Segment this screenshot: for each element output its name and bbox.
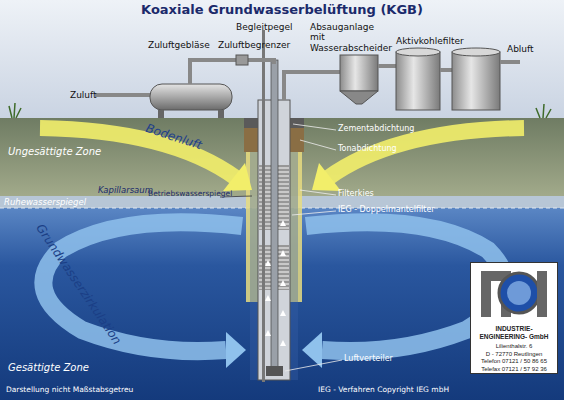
level-label: Kapillarsaum bbox=[98, 186, 153, 196]
logo-symbol bbox=[471, 263, 557, 325]
well-part-label: IEG - Doppelmantelfilter bbox=[338, 205, 435, 214]
level-label: Ruhewasserspiegel bbox=[4, 198, 86, 208]
copyright: IEG - Verfahren Copyright IEG mbH bbox=[318, 386, 449, 395]
company-logo-box: INDUSTRIE- ENGINEERING- GmbH Lilienthalst… bbox=[470, 262, 558, 374]
equipment-label: Aktivkohlefilter bbox=[396, 36, 464, 46]
equipment-label: Begleitpegel bbox=[236, 22, 293, 32]
note: Darstellung nicht Maßstabsgetreu bbox=[6, 386, 133, 395]
equipment-label: Zuluftgebläse bbox=[148, 40, 210, 50]
company-address: D - 72770 Reutlingen bbox=[471, 351, 557, 359]
title: Koaxiale Grundwasserbelüftung (KGB) bbox=[0, 3, 564, 18]
equipment-label: Zuluft bbox=[70, 90, 97, 100]
zone-label: Gesättigte Zone bbox=[8, 362, 89, 374]
zone-label: Ungesättigte Zone bbox=[8, 146, 101, 158]
company-address: Telefax 07121 / 57 92 36 bbox=[471, 366, 557, 374]
equipment-label: Zuluftbegrenzer bbox=[218, 40, 290, 50]
well-part-label: Filterkies bbox=[338, 189, 374, 198]
well-part-label: Luftverteiler bbox=[344, 354, 393, 363]
company-name: INDUSTRIE- ENGINEERING- GmbH bbox=[471, 325, 557, 341]
level-label: Betriebswasserspiegel bbox=[148, 190, 232, 199]
well-part-label: Tonabdichtung bbox=[338, 144, 397, 153]
company-address: Lilienthalstr. 6 bbox=[471, 343, 557, 351]
equipment-label: Abluft bbox=[507, 44, 534, 54]
company-address: Telefon 07121 / 50 86 65 bbox=[471, 358, 557, 366]
well-part-label: Zementabdichtung bbox=[338, 124, 414, 133]
equipment-label: Absauganlage mit Wasserabscheider bbox=[310, 22, 390, 53]
